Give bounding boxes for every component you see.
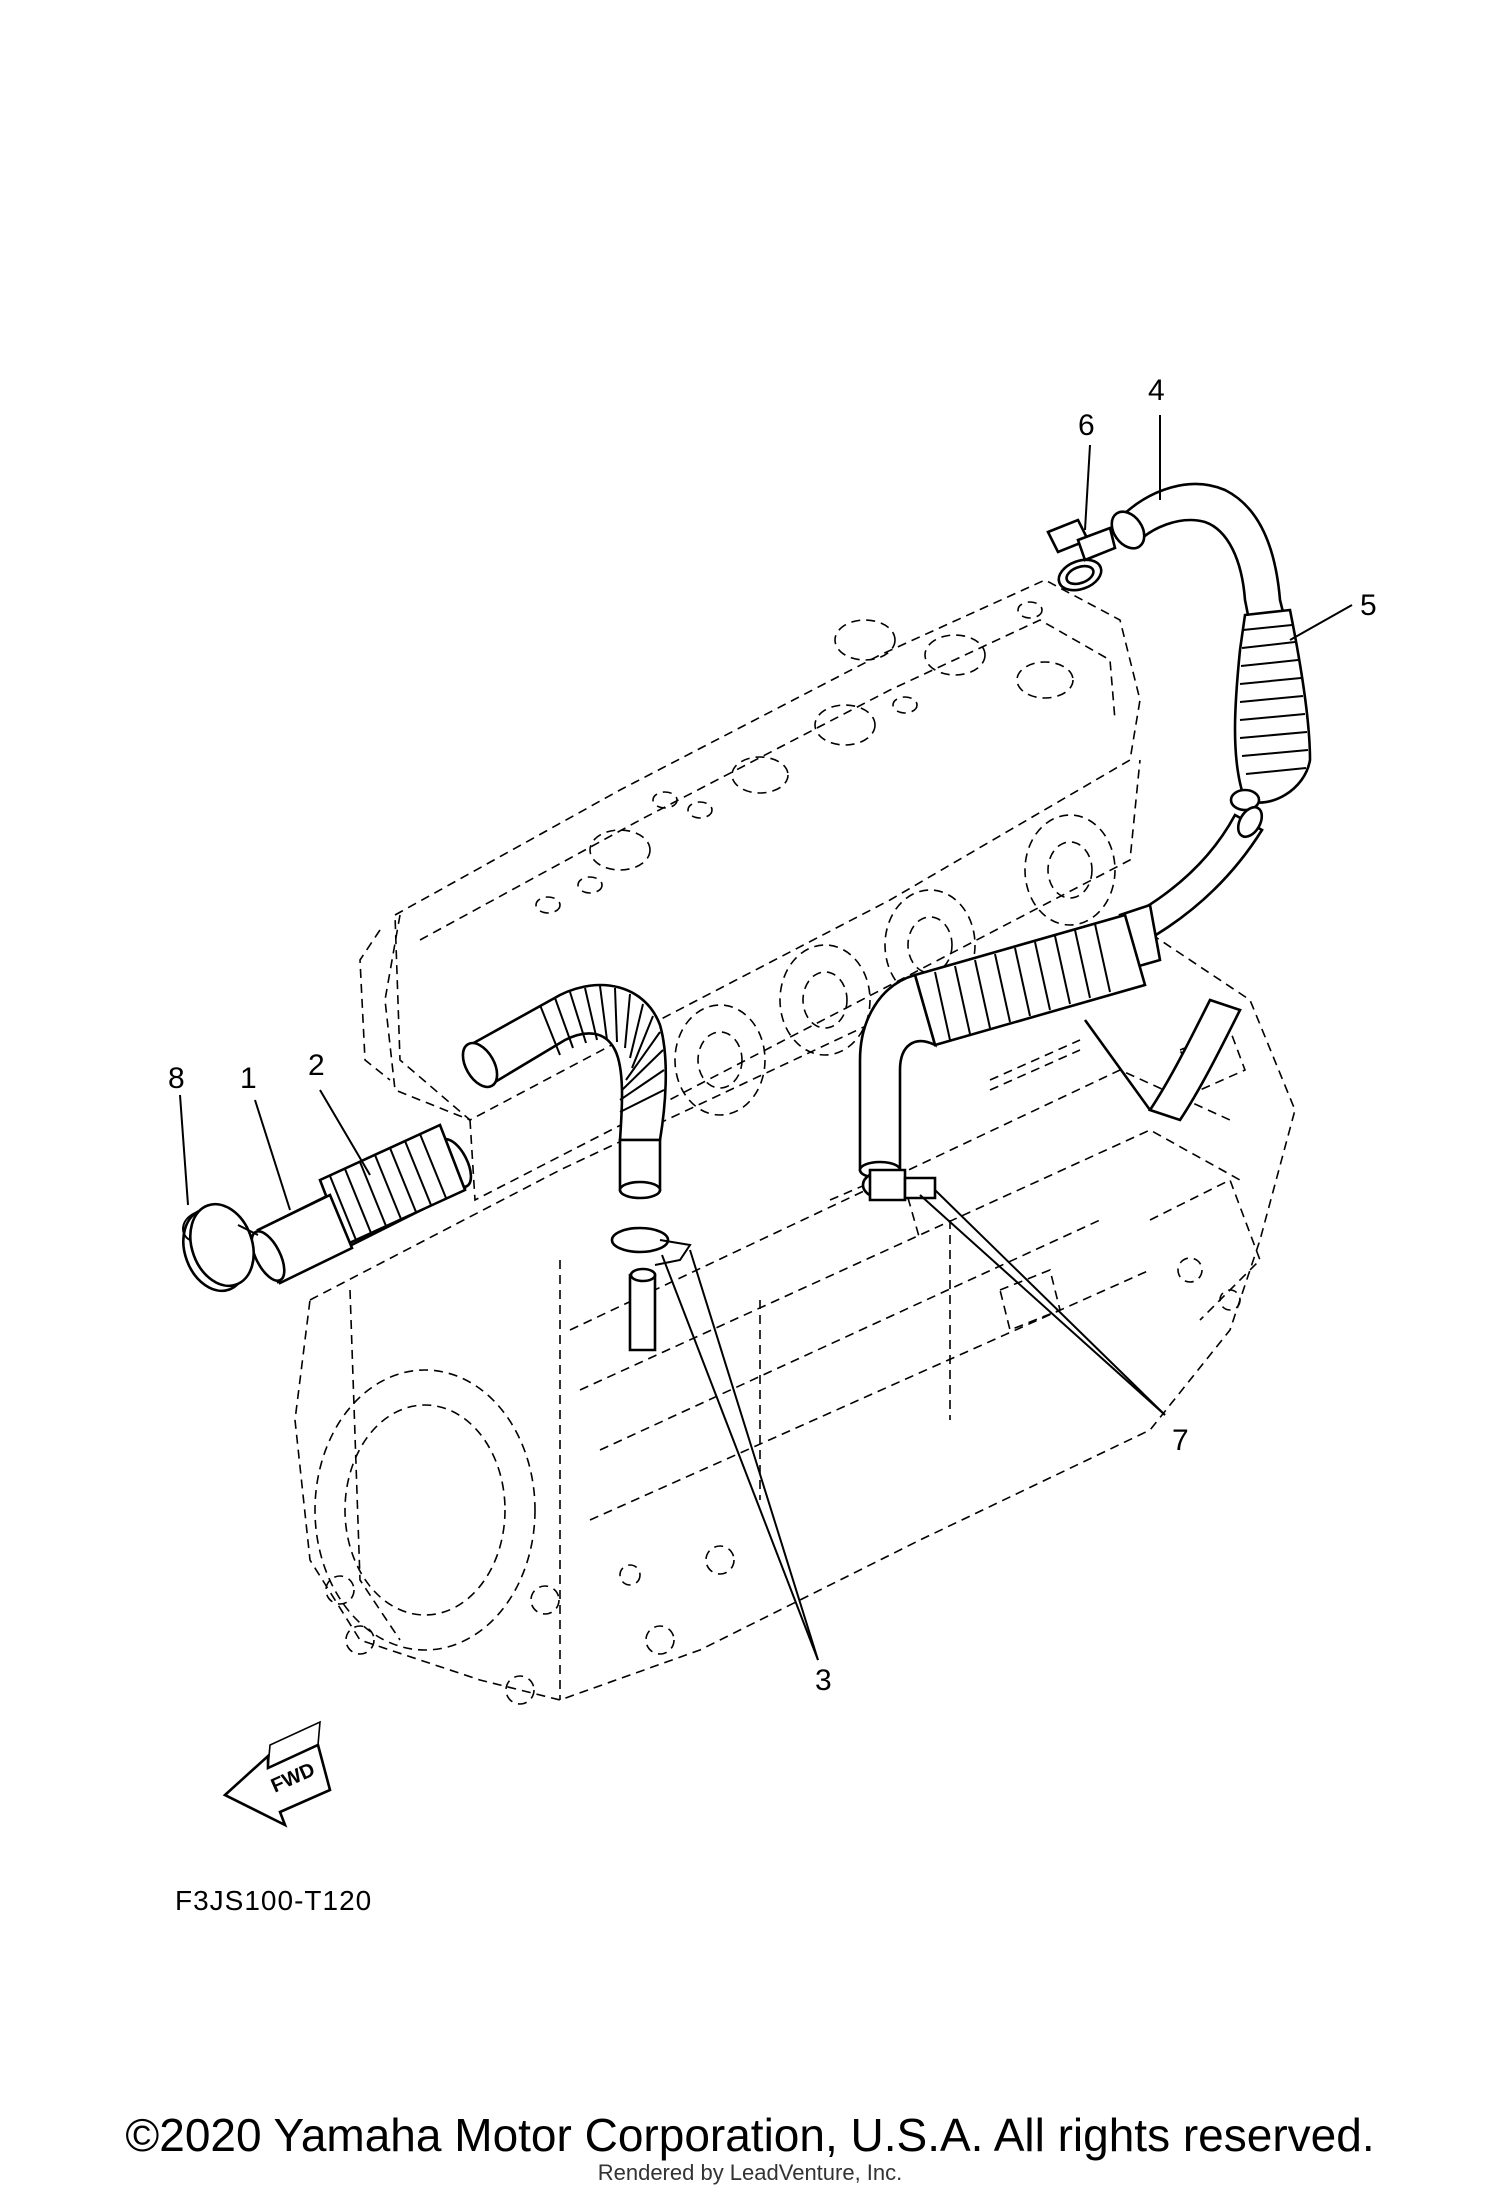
part-3-spring-clip: [610, 1226, 692, 1352]
callouts: 1 2 3 4 5 6 7 8: [168, 374, 1377, 1697]
rendered-by-notice: Rendered by LeadVenture, Inc.: [597, 2160, 903, 2185]
leader-6: [1084, 444, 1091, 531]
callout-5: 5: [1360, 589, 1377, 622]
part-6-hose-clamp: [1046, 518, 1117, 592]
leader-2: [319, 1089, 371, 1176]
leader-7a: [919, 1194, 1166, 1416]
part-4-breather-hose: [1083, 482, 1287, 1122]
callout-2: 2: [308, 1049, 325, 1082]
engine-block-outline: [294, 579, 1296, 1705]
leader-3b: [689, 1249, 819, 1661]
leader-5: [1289, 604, 1353, 641]
fwd-arrow: FWD: [222, 1720, 332, 1828]
callout-7: 7: [1172, 1424, 1189, 1457]
callout-8: 8: [168, 1062, 185, 1095]
part-8-spring-clip: [182, 1202, 259, 1293]
leader-3a: [661, 1254, 819, 1661]
leader-8: [179, 1094, 189, 1206]
callout-6: 6: [1078, 409, 1095, 442]
diagram-code: F3JS100-T120: [175, 1885, 373, 1916]
copyright-notice: ©2020 Yamaha Motor Corporation, U.S.A. A…: [125, 2109, 1375, 2161]
part-lower-right-hose: [858, 903, 1162, 1180]
part-1-hose-fitting: [250, 1193, 354, 1285]
part-7-hose-clamp: [861, 1168, 937, 1202]
leader-7b: [934, 1189, 1166, 1416]
leader-lines: [179, 415, 1353, 1661]
callout-1: 1: [240, 1062, 257, 1095]
callout-3: 3: [815, 1664, 832, 1697]
callout-4: 4: [1148, 374, 1165, 407]
leader-1: [254, 1099, 291, 1211]
